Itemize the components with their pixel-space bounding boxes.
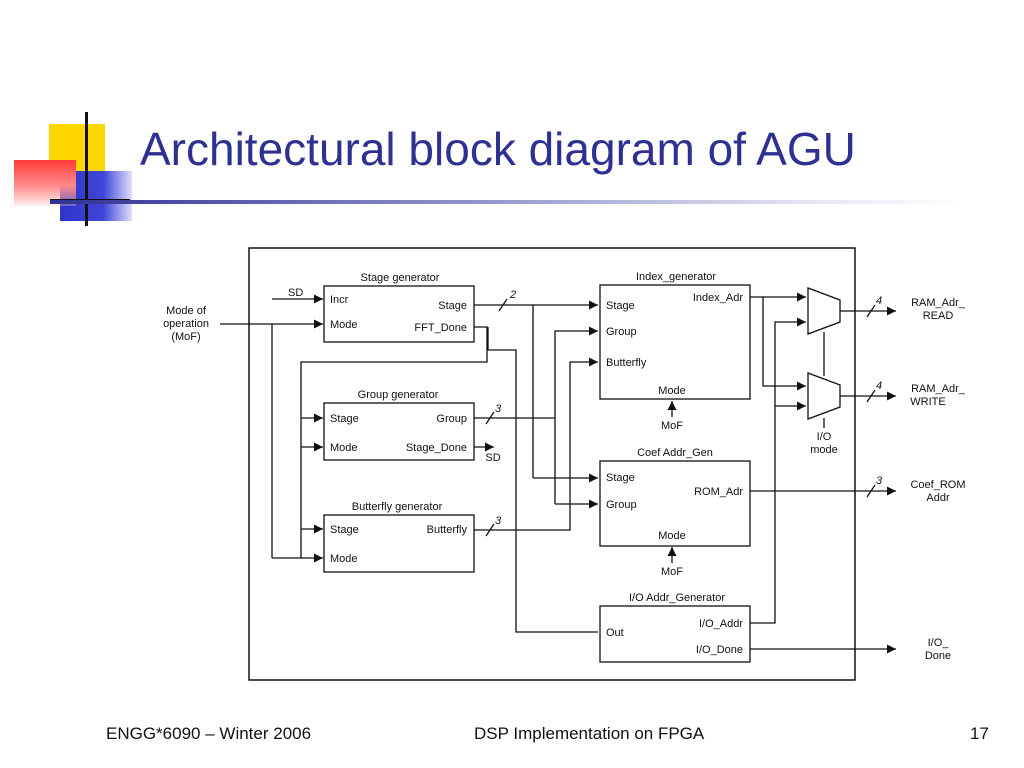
bus-width-ram-read: 4 xyxy=(876,295,882,307)
port-index-adr: Index_Adr xyxy=(693,292,743,304)
label-mof-3: (MoF) xyxy=(171,331,200,343)
label-io-mode-1: I/O xyxy=(817,431,832,443)
port-group-mode: Mode xyxy=(330,442,358,454)
title-underline xyxy=(50,200,965,204)
label-mof-index: MoF xyxy=(661,420,683,432)
coef-addr-gen-title: Coef Addr_Gen xyxy=(637,447,713,459)
port-index-stage: Stage xyxy=(606,300,635,312)
port-io-addr: I/O_Addr xyxy=(699,618,743,630)
port-io-out: Out xyxy=(606,627,624,639)
slash-stage xyxy=(498,298,508,312)
index-generator-title: Index_generator xyxy=(636,271,716,283)
footer-course: ENGG*6090 – Winter 2006 xyxy=(106,724,312,743)
bus-width-ram-write: 4 xyxy=(876,380,882,392)
deco-red-square xyxy=(14,160,76,206)
group-generator-title: Group generator xyxy=(358,389,439,401)
port-mode: Mode xyxy=(330,319,358,331)
port-coef-mode: Mode xyxy=(658,530,686,542)
port-butterfly-mode: Mode xyxy=(330,553,358,565)
label-ram-write-1: RAM_Adr_ xyxy=(911,383,966,395)
port-io-done: I/O_Done xyxy=(696,644,743,656)
mux-write xyxy=(807,372,841,420)
wire-butterfly-bus xyxy=(474,357,598,531)
label-mof-2: operation xyxy=(163,318,209,330)
label-coef-rom-2: Addr xyxy=(926,492,950,504)
wire-fft-done-mode xyxy=(300,326,488,558)
coef-addr-gen-block xyxy=(599,460,751,547)
label-mof-1: Mode of xyxy=(166,305,207,317)
label-mof-coef: MoF xyxy=(661,566,683,578)
slide-title: Architectural block diagram of AGU xyxy=(140,123,856,175)
slash-ram-read xyxy=(866,304,876,318)
port-butterfly-stage: Stage xyxy=(330,524,359,536)
wire-io-mux1 xyxy=(774,317,806,406)
mux-read xyxy=(807,287,841,335)
butterfly-generator-block xyxy=(323,514,475,573)
label-ram-write-2: WRITE xyxy=(910,396,945,408)
index-generator-block xyxy=(599,284,751,400)
wire-group-index xyxy=(554,326,598,418)
label-sd-out: SD xyxy=(485,452,500,464)
port-index-mode: Mode xyxy=(658,385,686,397)
label-coef-rom-1: Coef_ROM xyxy=(910,479,965,491)
wire-stage-stagecol xyxy=(487,327,598,633)
port-stage-done: Stage_Done xyxy=(406,442,467,454)
port-coef-stage: Stage xyxy=(606,472,635,484)
wire-io-addr xyxy=(750,401,806,624)
bus-width-butterfly: 3 xyxy=(495,515,502,527)
footer-topic: DSP Implementation on FPGA xyxy=(474,724,705,743)
butterfly-generator-title: Butterfly generator xyxy=(352,501,443,513)
port-butterfly-out: Butterfly xyxy=(427,524,468,536)
port-index-group: Group xyxy=(606,326,637,338)
group-generator-block xyxy=(323,402,475,461)
slash-ram-write xyxy=(866,389,876,403)
label-io-mode-2: mode xyxy=(810,444,838,456)
bus-width-stage: 2 xyxy=(509,289,516,301)
port-index-butterfly: Butterfly xyxy=(606,357,647,369)
label-ram-read-2: READ xyxy=(923,310,954,322)
label-io-done-2: Done xyxy=(925,650,951,662)
port-group-stage: Stage xyxy=(330,413,359,425)
diagram-frame xyxy=(248,247,856,681)
bus-width-group: 3 xyxy=(495,403,502,415)
slash-coef-rom xyxy=(866,484,876,498)
io-addr-generator-title: I/O Addr_Generator xyxy=(629,592,725,604)
slash-butterfly xyxy=(485,523,495,537)
wires xyxy=(220,292,896,654)
port-group-out: Group xyxy=(436,413,467,425)
bus-width-coef-rom: 3 xyxy=(876,475,883,487)
io-addr-generator-block xyxy=(599,605,751,663)
footer-page-number: 17 xyxy=(970,724,989,743)
wire-stage-bus xyxy=(474,304,534,478)
label-ram-read-1: RAM_Adr_ xyxy=(911,297,966,309)
port-stage-out: Stage xyxy=(438,300,467,312)
label-sd-in: SD xyxy=(288,287,303,299)
stage-generator-title: Stage generator xyxy=(361,272,440,284)
slash-group xyxy=(485,411,495,425)
stage-generator-block xyxy=(323,285,475,343)
label-io-done-1: I/O_ xyxy=(928,637,950,649)
port-fft-done: FFT_Done xyxy=(414,322,467,334)
wire-index-adr xyxy=(750,296,806,391)
port-incr: Incr xyxy=(330,294,349,306)
port-coef-group: Group xyxy=(606,499,637,511)
deco-vertical-line xyxy=(85,112,88,226)
port-rom-adr: ROM_Adr xyxy=(694,486,743,498)
